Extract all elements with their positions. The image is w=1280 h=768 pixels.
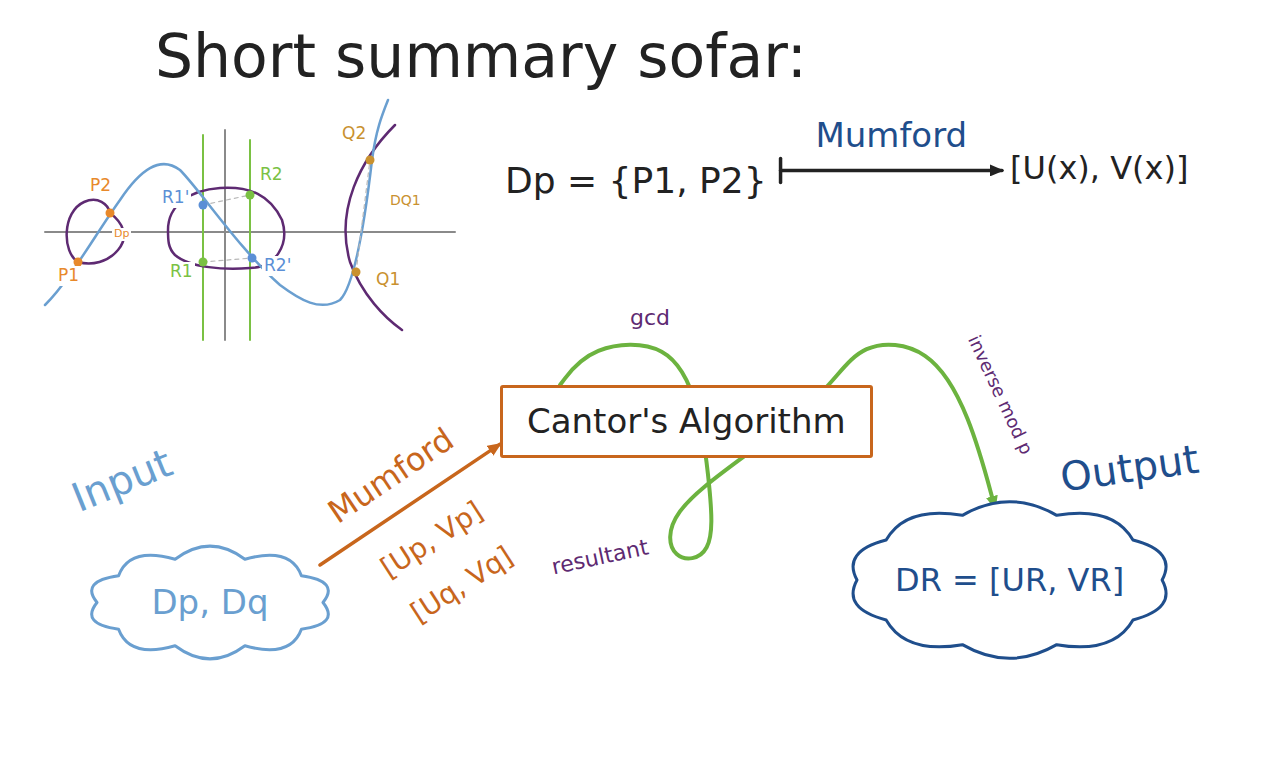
cloud-heading: Input — [65, 439, 178, 520]
point-label: R2' — [262, 256, 293, 276]
cloud-heading: Output — [1058, 436, 1202, 501]
node-text: Dp, Dq — [151, 583, 268, 622]
input-cloud: InputDp, Dq — [85, 545, 335, 660]
mumford-pair: [U(x), V(x)] — [1010, 150, 1188, 187]
cubic-line — [45, 100, 388, 305]
edge-label: Mumford — [815, 117, 967, 156]
point-dot — [199, 258, 208, 267]
point-dot — [366, 156, 375, 165]
node-text: Dp = {P1, P2} — [505, 160, 767, 201]
divisor-set: Dp = {P1, P2} — [505, 160, 767, 201]
point-label: R1 — [168, 262, 195, 282]
output-cloud: OutputDR = [UR, VR] — [845, 500, 1174, 660]
point-dot — [248, 254, 257, 263]
point-dot — [246, 191, 255, 200]
y-axis — [224, 130, 226, 340]
connector-arrow — [781, 169, 1002, 173]
divisor-label: DQ1 — [388, 192, 423, 208]
point-dot — [106, 209, 115, 218]
vertical-line — [202, 135, 204, 340]
point-label: R1' — [160, 188, 191, 208]
algorithm-box: Cantor's Algorithm — [500, 385, 873, 458]
point-dot — [352, 268, 361, 277]
point-label: Q1 — [374, 270, 402, 290]
point-label: R2 — [258, 165, 285, 185]
page-title: Short summary sofar: — [155, 22, 807, 91]
point-label: Q2 — [340, 124, 368, 144]
divisor-label: Dp — [112, 228, 131, 241]
node-text: DR = [UR, VR] — [895, 562, 1124, 599]
cloud-outline — [92, 546, 329, 659]
vertical-line — [249, 140, 251, 340]
node-text: [U(x), V(x)] — [1010, 150, 1188, 187]
point-label: P1 — [56, 266, 81, 286]
step-label: inverse mod p — [963, 330, 1038, 459]
point-dot — [199, 201, 208, 210]
point-label: P2 — [88, 176, 113, 196]
node-text: Cantor's Algorithm — [527, 402, 846, 441]
step-label: resultant — [547, 534, 652, 580]
cloud-outline — [853, 502, 1166, 659]
maps-to-tick — [779, 158, 783, 182]
step-label: gcd — [628, 305, 672, 330]
